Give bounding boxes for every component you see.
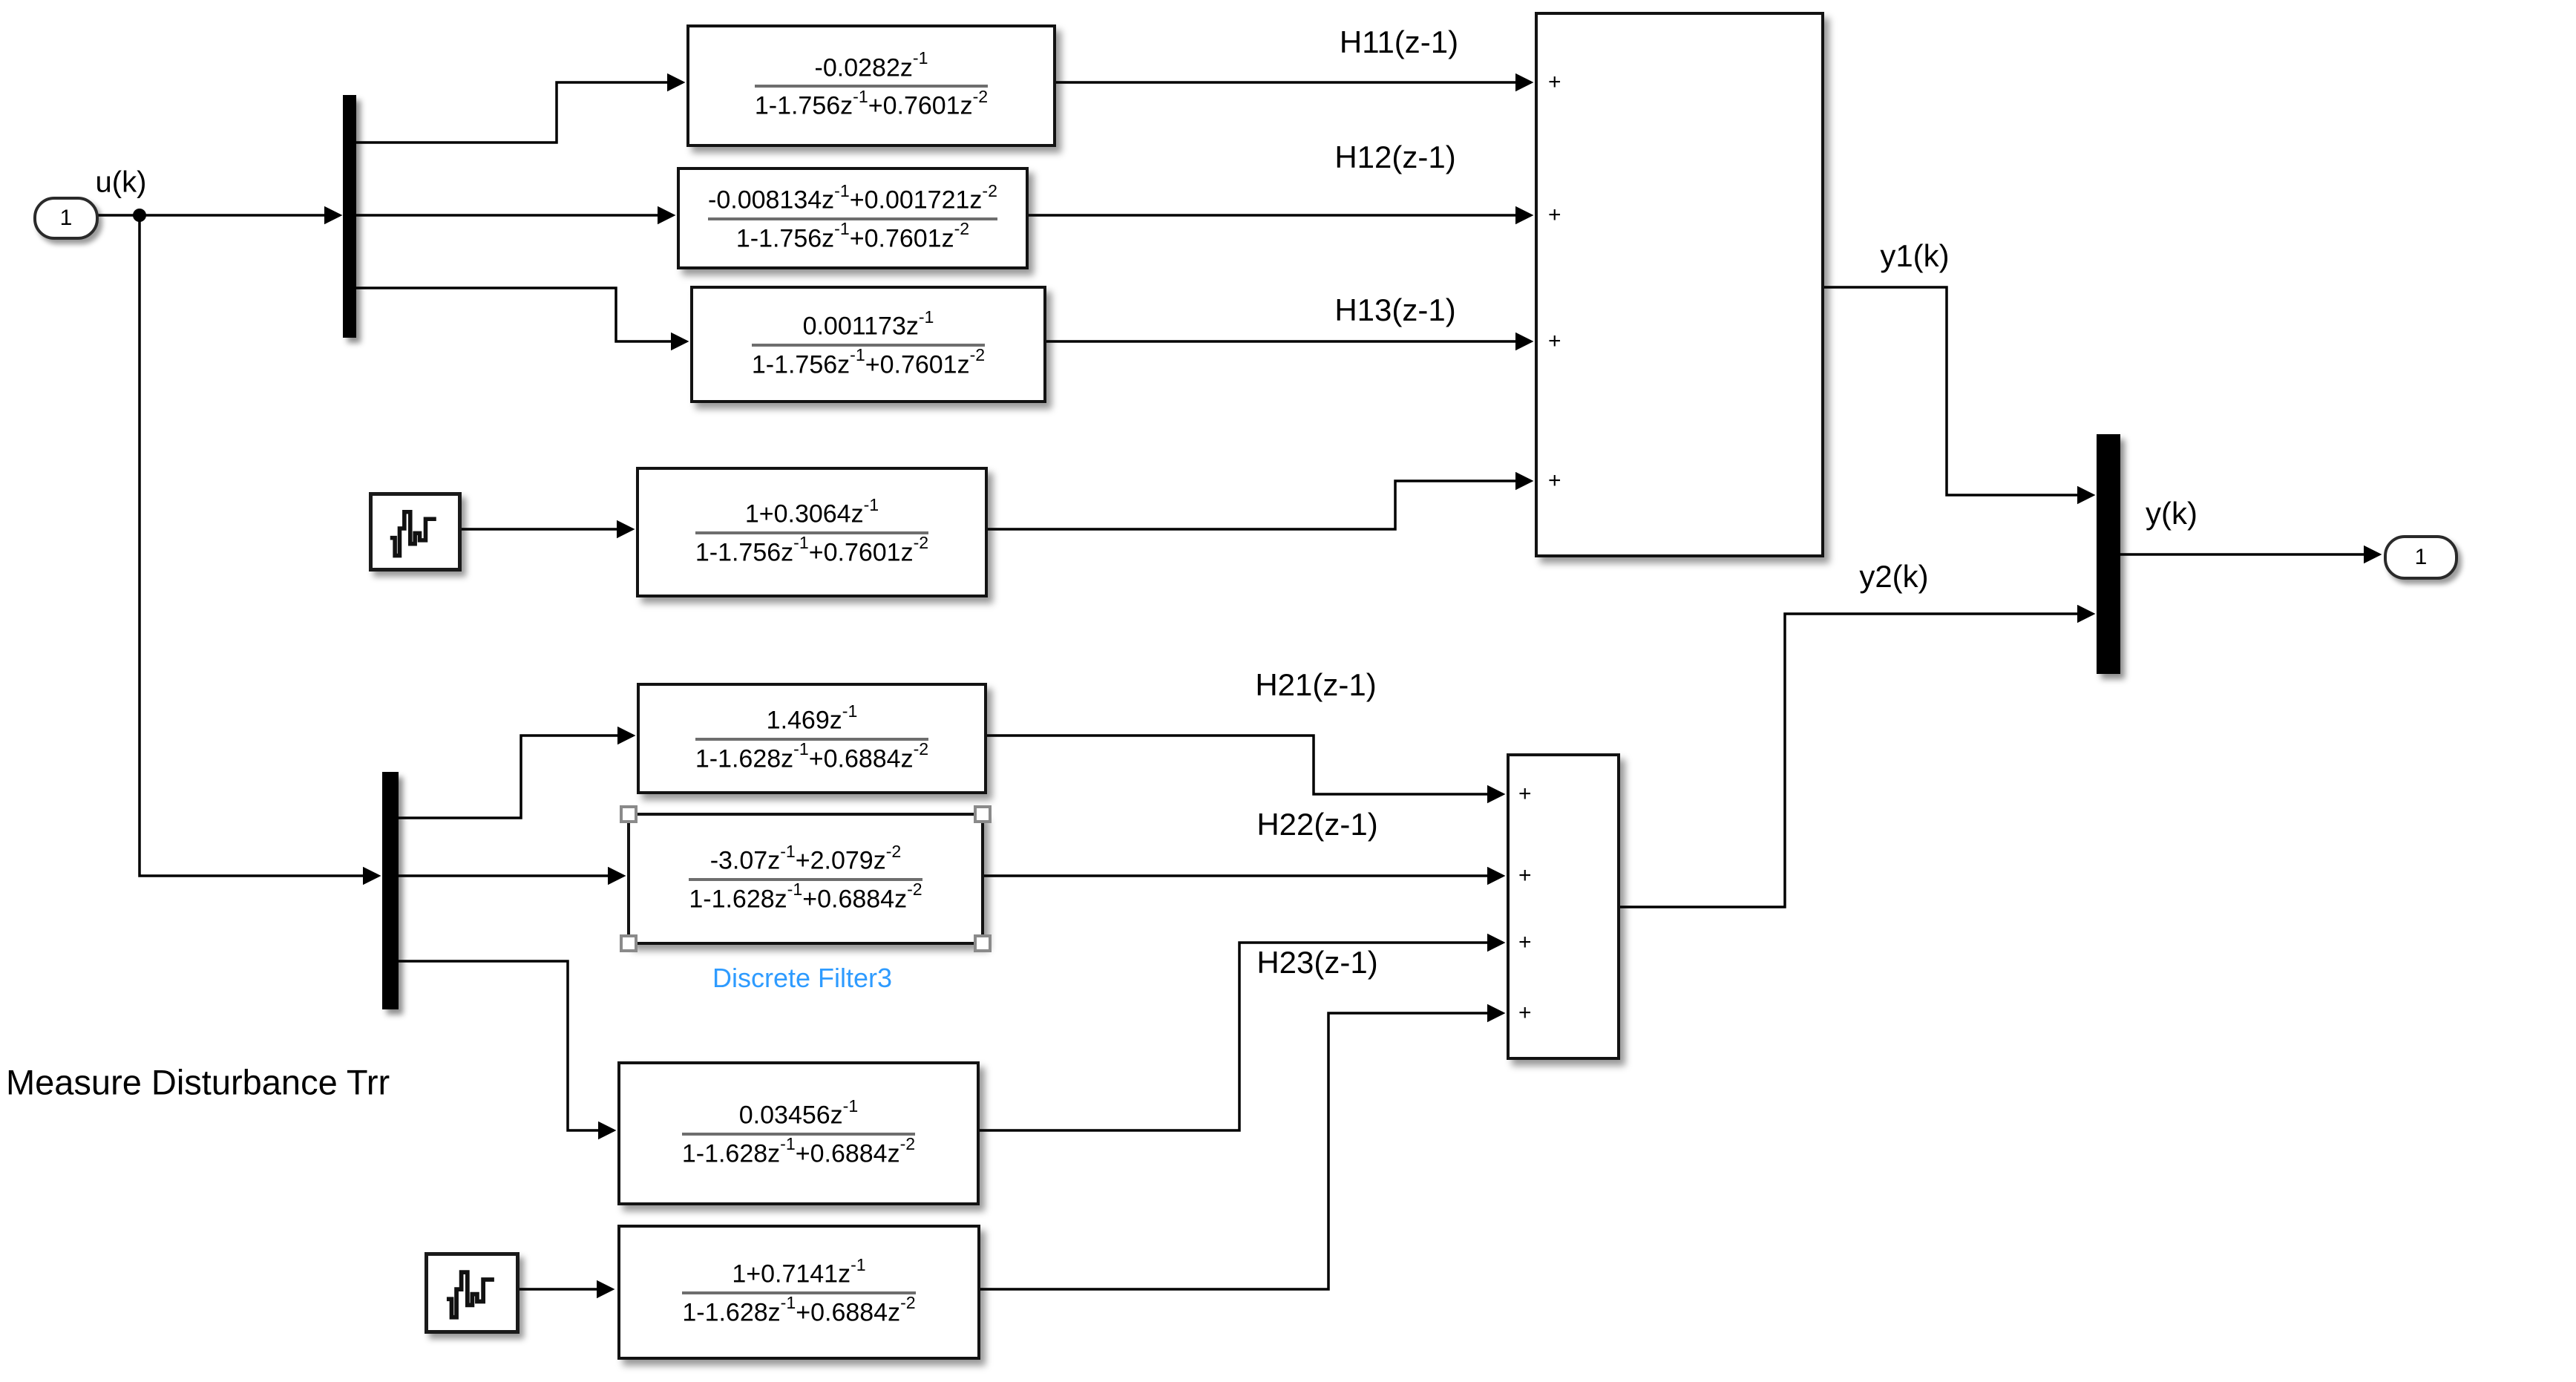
white-noise-icon [390,509,437,558]
fraction-bar [695,737,929,741]
denominator: 1-1.628z-1+0.6884z-2 [695,739,929,773]
wire-noisefilter1-to-sum1[interactable] [982,471,1534,531]
signal-label-h11: H11(z-1) [1339,24,1459,59]
discrete-filter-block-h12[interactable]: -0.008134z-1+0.001721z-2 1-1.756z-1+0.76… [677,167,1029,269]
denominator: 1-1.756z-1+0.7601z-2 [695,533,929,566]
selection-handle-top-left[interactable] [620,805,638,823]
denominator: 1-1.756z-1+0.7601z-2 [754,86,989,120]
fraction-bar [689,877,922,881]
wire-h23-to-sum2[interactable] [974,933,1506,1132]
discrete-filter-block-h11[interactable]: -0.0282z-1 1-1.756z-1+0.7601z-2 [686,24,1056,147]
signal-label-h13: H13(z-1) [1334,292,1456,327]
demux-bar-2[interactable] [382,772,399,1009]
demux-bar-1[interactable] [343,95,356,338]
numerator: 1+0.7141z-1 [732,1254,866,1288]
signal-label-yk: y(k) [2146,496,2198,531]
denominator: 1-1.628z-1+0.6884z-2 [681,1134,916,1168]
denominator: 1-1.756z-1+0.7601z-2 [751,345,986,379]
fraction-bar [708,217,997,220]
white-noise-source-2[interactable] [425,1252,520,1334]
mux-bar-output[interactable] [2097,434,2120,674]
sum1-plus-1: + [1548,70,1561,94]
sum1-plus-3: + [1548,329,1561,353]
transfer-function: 0.001173z-1 1-1.756z-1+0.7601z-2 [751,307,986,379]
fraction-bar [681,1132,916,1136]
transfer-function: -0.008134z-1+0.001721z-2 1-1.756z-1+0.76… [708,180,997,253]
output-port[interactable]: 1 [2384,535,2458,580]
sum2-plus-2: + [1518,863,1532,888]
noise-filter-block-2[interactable]: 1+0.7141z-1 1-1.628z-1+0.6884z-2 [617,1225,980,1360]
input-port[interactable]: 1 [33,197,99,240]
wire-demux1-out1[interactable] [356,73,686,144]
selection-handle-top-right[interactable] [974,805,992,823]
denominator: 1-1.756z-1+0.7601z-2 [735,219,970,252]
discrete-filter-block-h23[interactable]: 0.03456z-1 1-1.628z-1+0.6884z-2 [617,1061,980,1205]
fraction-bar [695,531,929,534]
signal-label-y2k: y2(k) [1859,559,1929,594]
branch-dot [133,209,146,222]
noise-filter-block-1[interactable]: 1+0.3064z-1 1-1.756z-1+0.7601z-2 [636,467,988,597]
white-noise-source-1[interactable] [369,492,462,572]
signal-label-uk: u(k) [95,166,147,199]
transfer-function: -3.07z-1+2.079z-2 1-1.628z-1+0.6884z-2 [689,841,922,914]
numerator: -0.0282z-1 [814,48,928,82]
discrete-filter-block-h21[interactable]: 1.469z-1 1-1.628z-1+0.6884z-2 [637,683,987,794]
sum1-plus-4: + [1548,468,1561,493]
wire-noisefilter2-to-sum2[interactable] [974,1003,1506,1291]
selection-handle-bottom-right[interactable] [974,934,992,952]
fraction-bar [754,85,989,88]
discrete-filter-block-h13[interactable]: 0.001173z-1 1-1.756z-1+0.7601z-2 [690,286,1046,403]
wire-y2-to-mux[interactable] [1614,604,2096,908]
sum2-plus-1: + [1518,782,1532,806]
wire-h21-to-sum2[interactable] [981,734,1506,804]
signal-label-h12: H12(z-1) [1334,140,1456,174]
signal-label-h21: H21(z-1) [1255,667,1377,702]
annotation-measure-disturbance: Measure Disturbance Trr [6,1062,390,1102]
signal-label-y1k: y1(k) [1880,238,1950,273]
numerator: 1.469z-1 [766,701,858,735]
sum-block-y1[interactable] [1535,12,1824,557]
input-port-label: 1 [59,206,73,230]
wire-demux2-out1[interactable] [399,726,636,819]
transfer-function: 0.03456z-1 1-1.628z-1+0.6884z-2 [681,1096,916,1168]
sum2-plus-4: + [1518,1001,1532,1025]
denominator: 1-1.628z-1+0.6884z-2 [682,1293,916,1326]
fraction-bar [751,343,986,347]
numerator: 0.001173z-1 [802,307,934,341]
selection-handle-bottom-left[interactable] [620,934,638,952]
numerator: 1+0.3064z-1 [744,494,879,528]
signal-label-h22: H22(z-1) [1256,807,1378,842]
wire-demux2-out3[interactable] [399,960,617,1140]
signal-label-h23: H23(z-1) [1256,945,1378,980]
denominator: 1-1.628z-1+0.6884z-2 [689,880,922,913]
transfer-function: -0.0282z-1 1-1.756z-1+0.7601z-2 [754,48,989,121]
transfer-function: 1.469z-1 1-1.628z-1+0.6884z-2 [695,701,929,773]
numerator: -0.008134z-1+0.001721z-2 [708,180,997,214]
wire-uk-branch-to-demux2[interactable] [138,215,381,885]
output-port-label: 1 [2414,545,2428,569]
white-noise-icon [446,1270,494,1320]
transfer-function: 1+0.7141z-1 1-1.628z-1+0.6884z-2 [682,1254,916,1327]
fraction-bar [682,1291,916,1294]
wire-demux1-out3[interactable] [356,286,689,351]
wire-y1-to-mux[interactable] [1818,286,2096,505]
selected-block-name-label: Discrete Filter3 [712,963,893,993]
numerator: -3.07z-1+2.079z-2 [709,841,902,875]
discrete-filter-block-h22-selected[interactable]: -3.07z-1+2.079z-2 1-1.628z-1+0.6884z-2 [620,805,992,952]
numerator: 0.03456z-1 [738,1096,859,1130]
sum-block-y2[interactable] [1507,753,1620,1060]
sum1-plus-2: + [1548,203,1561,227]
sum2-plus-3: + [1518,930,1532,954]
transfer-function: 1+0.3064z-1 1-1.756z-1+0.7601z-2 [695,494,929,567]
